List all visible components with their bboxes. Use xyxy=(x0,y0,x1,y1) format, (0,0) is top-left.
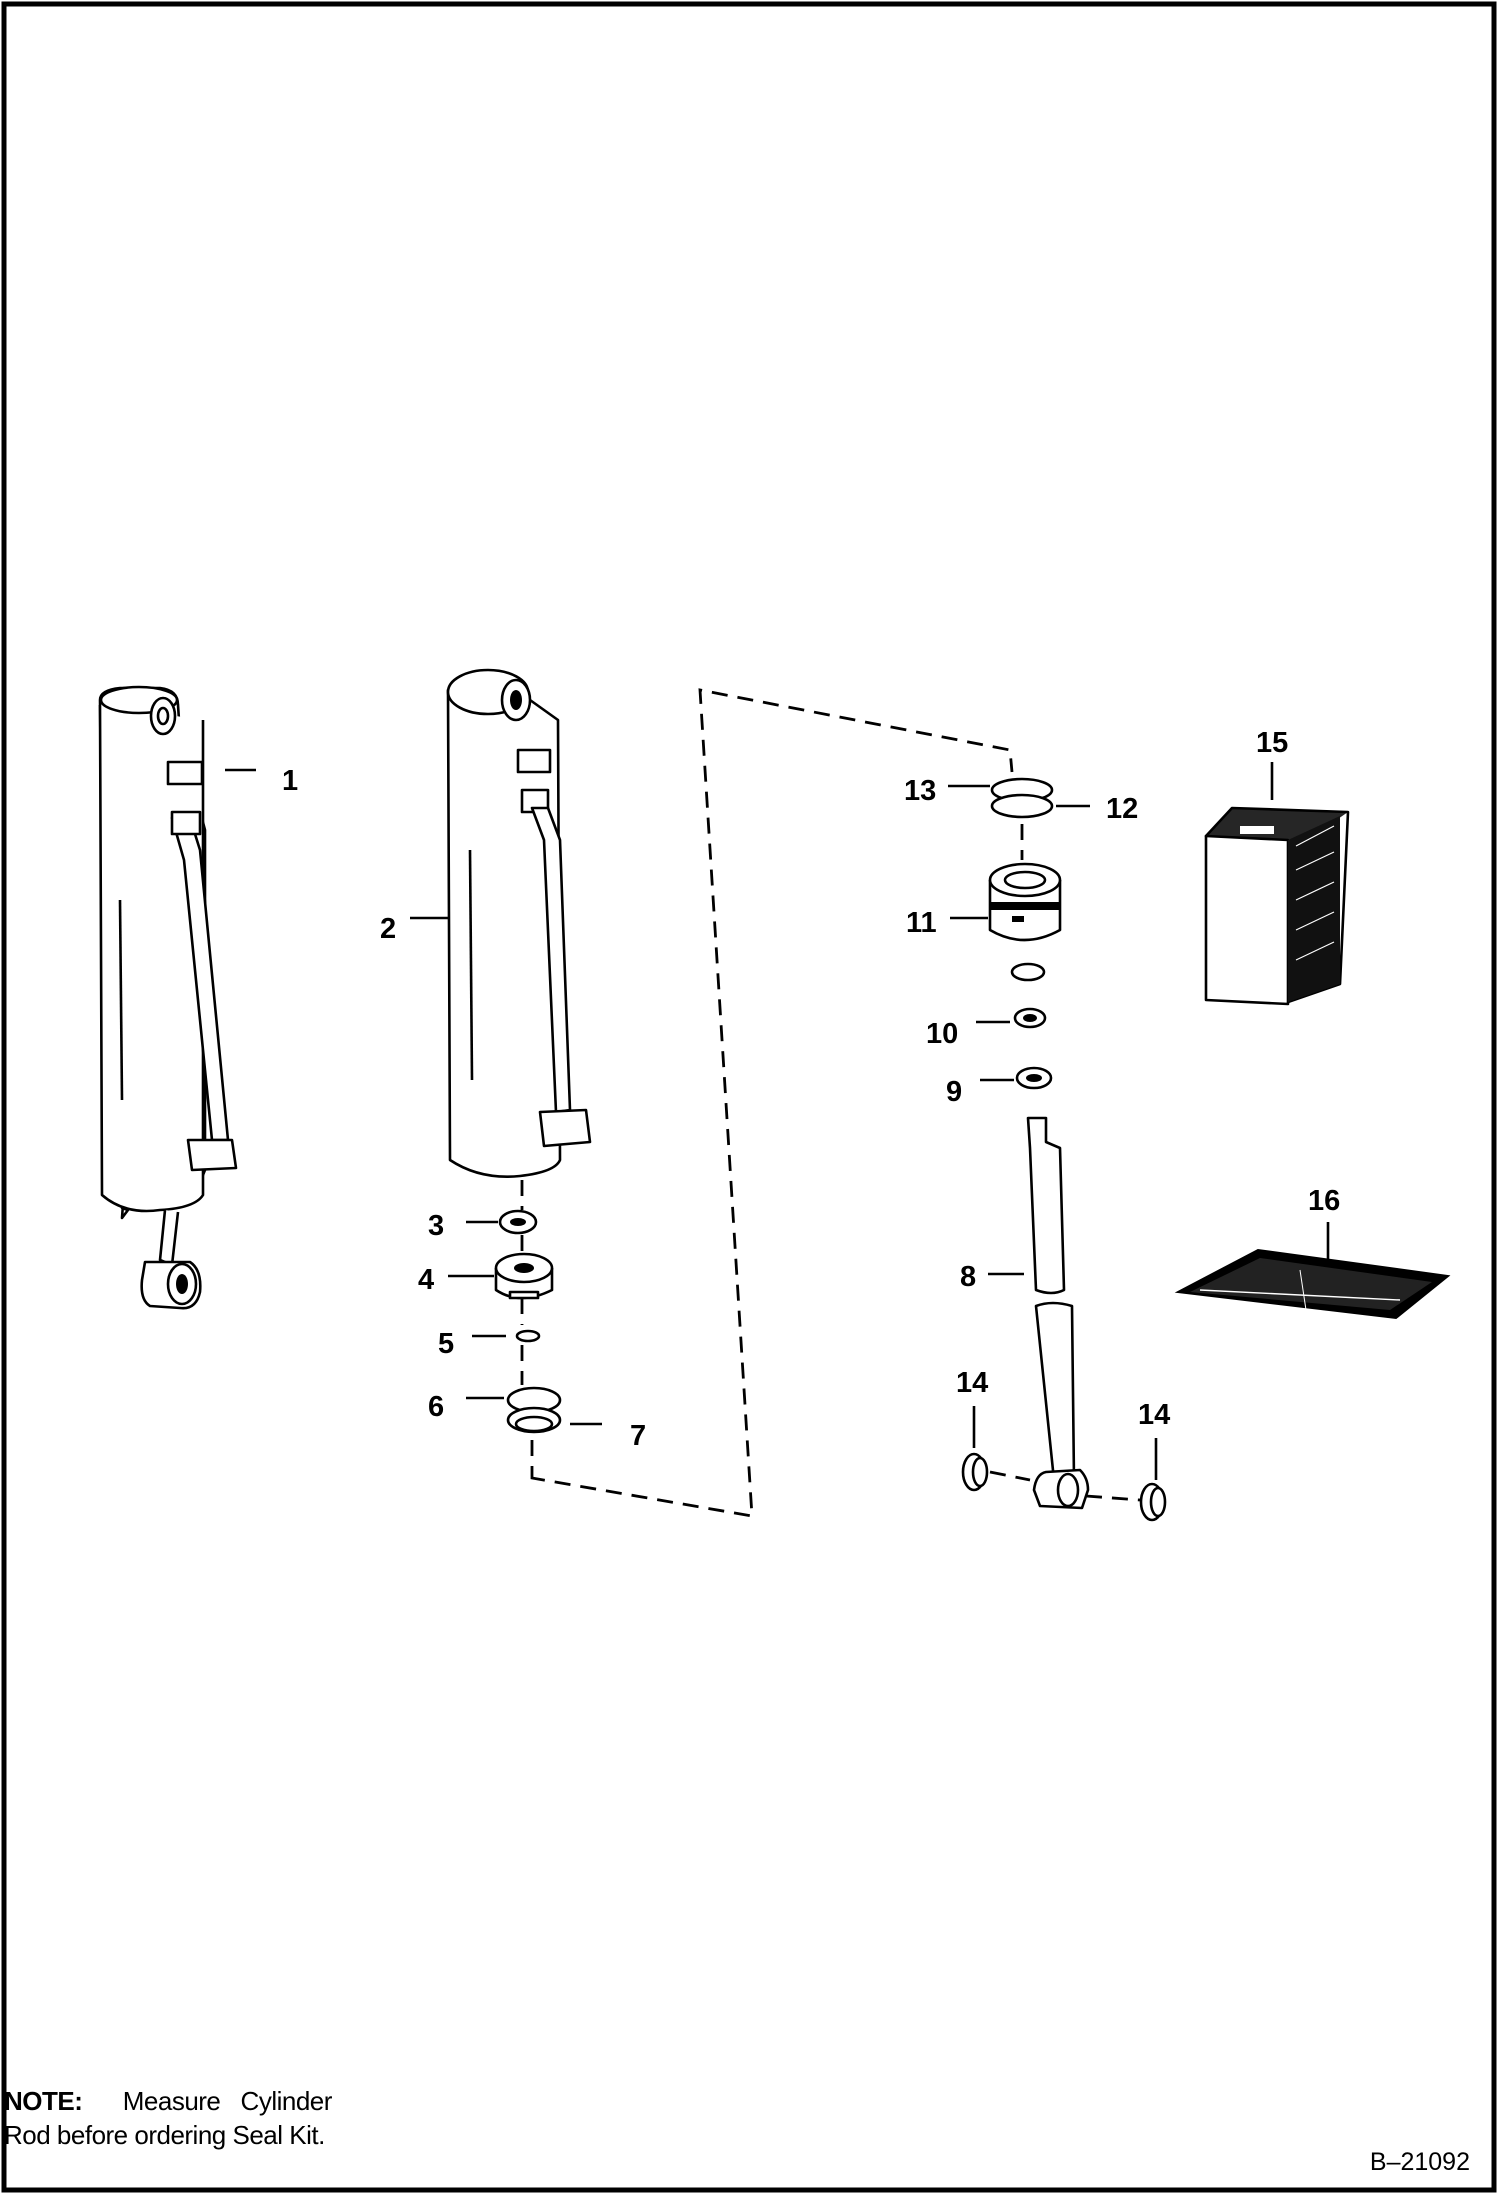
figure-id: B–21092 xyxy=(1369,2148,1470,2176)
callout-3: 3 xyxy=(428,1210,444,1242)
callout-8: 8 xyxy=(960,1261,976,1293)
callout-11: 11 xyxy=(906,907,937,939)
callout-1: 1 xyxy=(282,765,298,797)
callout-5: 5 xyxy=(438,1328,454,1360)
callout-9: 9 xyxy=(946,1076,962,1108)
cylinder-assembly-drawing xyxy=(98,685,238,1310)
rod-seal-drawing xyxy=(1013,1007,1047,1029)
cylinder-barrel-drawing xyxy=(446,668,592,1178)
piston-rings-drawing xyxy=(990,777,1054,819)
note-line2: Rod before ordering Seal Kit. xyxy=(4,2120,325,2150)
callout-15: 15 xyxy=(1256,727,1288,759)
bushing-left-drawing xyxy=(961,1452,989,1492)
note-heading: NOTE: xyxy=(4,2086,83,2116)
piston-nut-drawing xyxy=(498,1209,538,1235)
piston-drawing xyxy=(988,862,1062,942)
o-ring-drawing xyxy=(515,1329,541,1343)
o-ring-drawing xyxy=(1010,962,1046,982)
callout-14-left: 14 xyxy=(956,1367,988,1399)
callout-4: 4 xyxy=(418,1264,434,1296)
wiper-seal-drawing xyxy=(1015,1066,1053,1090)
note-line1: Measure Cylinder xyxy=(122,2086,333,2116)
callout-14-right: 14 xyxy=(1138,1399,1170,1431)
seal-rings-drawing xyxy=(506,1386,562,1434)
seal-kit-envelope-drawing xyxy=(1174,1248,1451,1320)
callout-7: 7 xyxy=(630,1420,646,1452)
callout-2: 2 xyxy=(380,913,396,945)
seal-kit-box-drawing xyxy=(1204,806,1350,1006)
callout-12: 12 xyxy=(1106,793,1138,825)
gland-drawing xyxy=(494,1252,554,1300)
bushing-right-drawing xyxy=(1139,1482,1167,1522)
callout-10: 10 xyxy=(926,1018,958,1050)
piston-rod-drawing xyxy=(1026,1116,1090,1510)
callout-6: 6 xyxy=(428,1391,444,1423)
callout-16: 16 xyxy=(1308,1185,1340,1217)
callout-13: 13 xyxy=(904,775,936,807)
seal-kit-note: NOTE: Measure Cylinder Rod before orderi… xyxy=(4,2084,332,2152)
